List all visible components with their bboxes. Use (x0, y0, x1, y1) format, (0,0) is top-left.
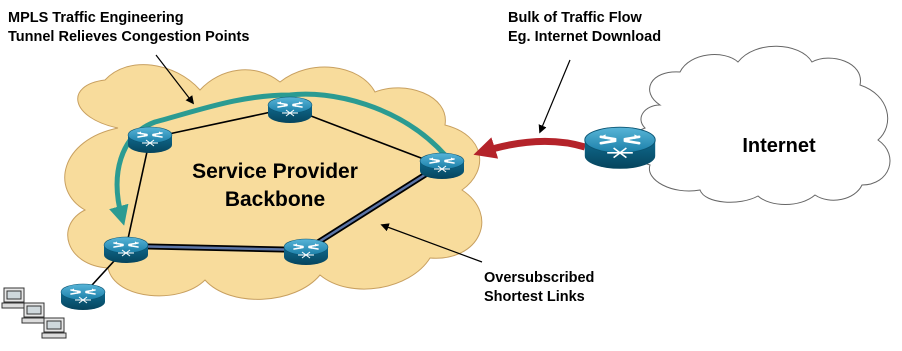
link-r2-r3 (289, 107, 443, 167)
backbone-label-line1: Service Provider (192, 160, 358, 183)
bulk-label-line1: Bulk of Traffic Flow (508, 10, 642, 26)
link-r1-r4 (125, 137, 151, 249)
link-r1-r2 (149, 107, 291, 139)
te-tunnel-arrow (109, 91, 447, 226)
backbone-label-line2: Backbone (225, 188, 325, 211)
oversubscribed-label-line2: Shortest Links (484, 289, 585, 305)
router-icon (127, 126, 173, 154)
router-icon (267, 96, 313, 124)
te-label-line1: MPLS Traffic Engineering (8, 10, 184, 26)
traffic-flow-arrow (473, 137, 587, 159)
oversubscribed-label-line1: Oversubscribed (484, 270, 594, 286)
internet-cloud (631, 45, 891, 205)
router-icon (583, 125, 657, 171)
router-icon (419, 152, 465, 180)
te-callout-line (155, 54, 195, 105)
oversubscribed-callout-line (380, 223, 483, 263)
router-icon (283, 238, 329, 266)
workstation-icon (1, 287, 67, 339)
bulk-label-line2: Eg. Internet Download (508, 29, 661, 45)
internet-label: Internet (742, 135, 816, 157)
router-icon (60, 283, 106, 311)
router-icon (103, 236, 149, 264)
te-label-line2: Tunnel Relieves Congestion Points (8, 29, 249, 45)
bulk-callout-line (538, 59, 571, 134)
